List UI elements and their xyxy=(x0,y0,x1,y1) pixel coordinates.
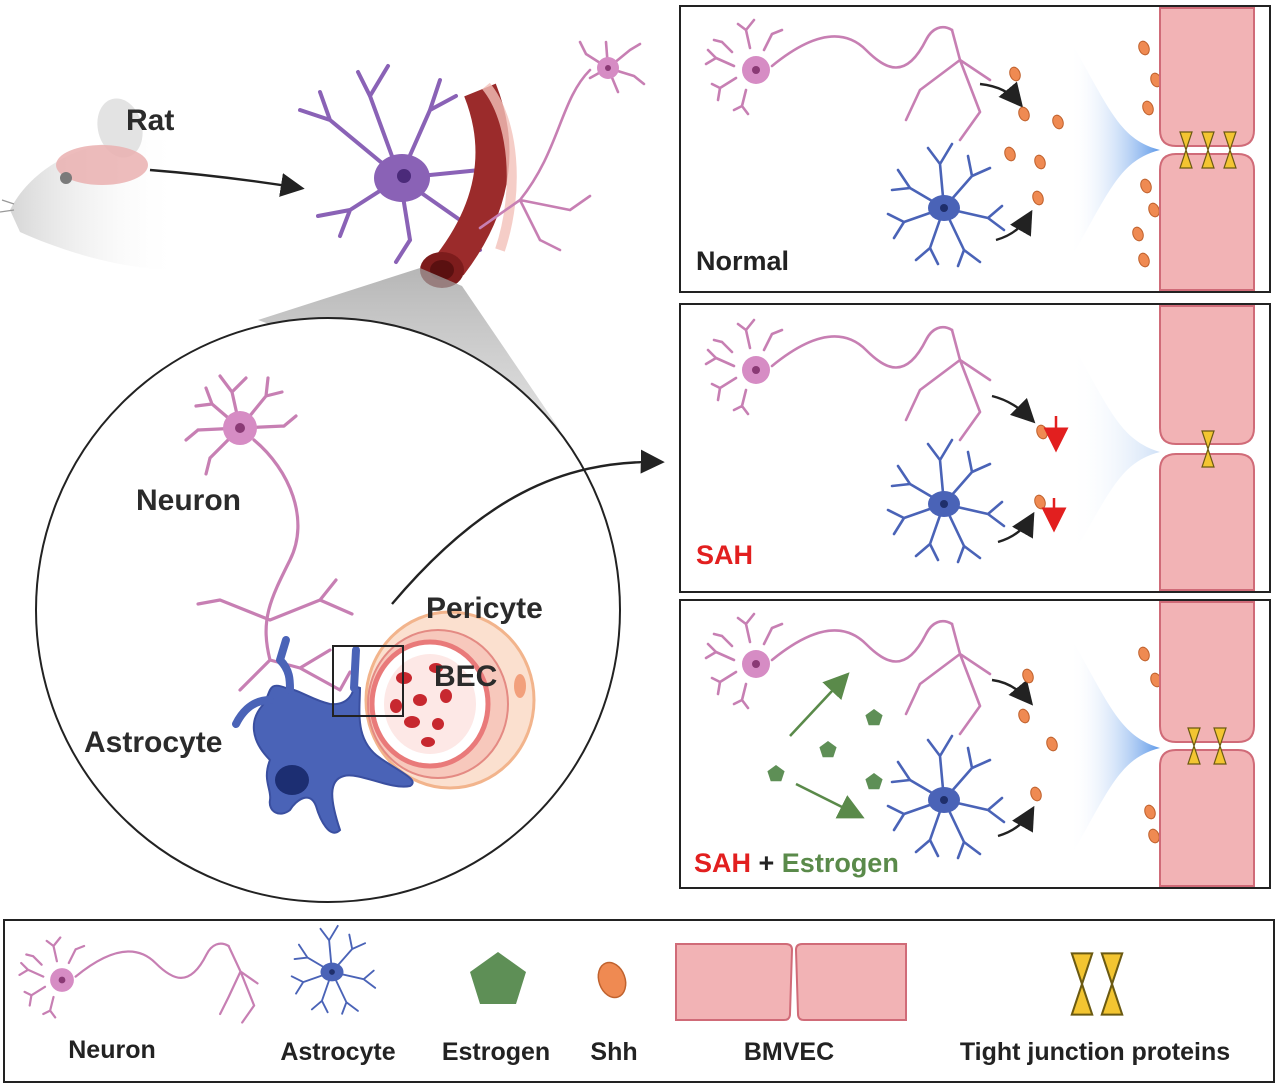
flow-arrow xyxy=(1070,40,1160,260)
legend-estrogen-icon xyxy=(470,952,526,1004)
vessel-unit-illustration xyxy=(298,40,646,288)
legend-shh-label: Shh xyxy=(590,1038,637,1066)
pericyte-label: Pericyte xyxy=(426,592,543,625)
panel-sah-estrogen-label: SAH + Estrogen xyxy=(694,848,899,878)
rat-illustration xyxy=(0,98,180,270)
bmvec-cells xyxy=(1159,305,1255,591)
legend-neuron-icon xyxy=(18,936,259,1024)
bmvec-cells xyxy=(1159,601,1255,887)
bec-label: BEC xyxy=(434,660,497,693)
zoom-box xyxy=(332,645,404,717)
astrocyte-illustration xyxy=(232,636,414,834)
legend: Neuron Astrocyte Estrogen Shh BMVEC Tigh… xyxy=(3,919,1275,1083)
bmvec-cells xyxy=(1159,7,1255,291)
rat-to-brain-arrow xyxy=(149,168,305,197)
legend-bmvec-icon xyxy=(675,943,907,1021)
panel-sah-label: SAH xyxy=(696,540,753,570)
legend-neuron-label: Neuron xyxy=(68,1036,156,1064)
panel-sah: SAH xyxy=(679,303,1271,593)
flow-arrow xyxy=(1070,340,1160,560)
rat-label: Rat xyxy=(126,104,174,137)
release-arrow xyxy=(997,805,1035,838)
release-arrow xyxy=(997,511,1035,544)
legend-shh-icon xyxy=(597,961,627,999)
legend-estrogen-label: Estrogen xyxy=(442,1038,550,1066)
legend-astrocyte-label: Astrocyte xyxy=(280,1038,395,1066)
neuron-label: Neuron xyxy=(136,484,241,517)
release-arrow xyxy=(991,678,1034,706)
astrocyte-label: Astrocyte xyxy=(84,726,222,759)
release-arrow xyxy=(995,209,1033,242)
legend-tight-junction-label: Tight junction proteins xyxy=(960,1038,1230,1066)
release-arrow xyxy=(991,394,1036,424)
vessel-cross-section xyxy=(364,610,536,790)
panel-normal: Normal xyxy=(679,5,1271,293)
legend-bmvec-label: BMVEC xyxy=(744,1038,834,1066)
zoom-to-panel-arrow xyxy=(391,449,665,605)
neuron-illustration xyxy=(184,374,354,692)
estrogen-arrow xyxy=(789,672,850,737)
flow-arrow xyxy=(1070,636,1160,858)
release-arrow xyxy=(979,81,1024,108)
panel-normal-label: Normal xyxy=(696,246,789,276)
estrogen-arrow xyxy=(795,782,865,819)
panel-sah-estrogen: SAH + Estrogen xyxy=(679,599,1271,889)
